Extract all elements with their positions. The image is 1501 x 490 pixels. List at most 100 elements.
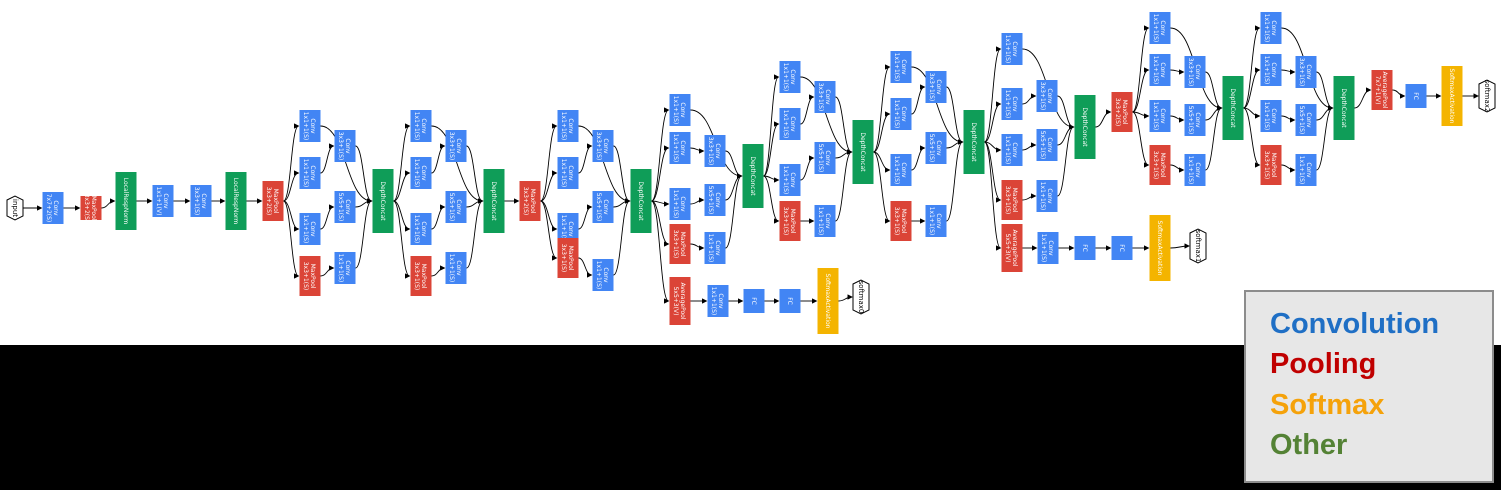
edge-i4d_c1-to-i4d_c2 bbox=[911, 145, 926, 171]
edge-i4a_b1-to-i4a_b2 bbox=[578, 143, 593, 174]
node-box bbox=[115, 172, 137, 230]
node-avgpool: AveragePool7x7+1(V) bbox=[1371, 70, 1393, 110]
node-box bbox=[669, 277, 691, 325]
edge-i4e_c1-to-i4e_c2 bbox=[1022, 142, 1037, 151]
node-box bbox=[519, 181, 541, 221]
edge-pool3-to-i4a_a bbox=[540, 123, 558, 202]
node-box bbox=[1149, 12, 1171, 44]
node-i5b-c1: Conv1x1+1(S) bbox=[1260, 100, 1282, 132]
node-label: DepthConcat bbox=[1229, 88, 1236, 128]
node-box bbox=[592, 259, 614, 291]
terminal-shape bbox=[1478, 79, 1496, 113]
node-label: Conv1x1+1(S) bbox=[1298, 156, 1312, 185]
node-box bbox=[557, 157, 579, 189]
node-label: FC bbox=[786, 297, 793, 305]
edge-i4b_cat-to-i4c_d1 bbox=[763, 175, 780, 224]
edge-i3a_d1-to-i3a_d2 bbox=[320, 265, 335, 277]
edge-pool3-to-i4a_d1 bbox=[540, 200, 558, 261]
node-box bbox=[669, 188, 691, 220]
edge-i4c_cat-to-i4d_d1 bbox=[873, 151, 891, 224]
node-box bbox=[410, 256, 432, 296]
node-box bbox=[890, 154, 912, 186]
edge-pool4-to-i5a_d1 bbox=[1132, 111, 1150, 168]
node-box bbox=[1184, 56, 1206, 88]
node-box bbox=[1295, 104, 1317, 136]
node-label: Conv5x5+1(S) bbox=[337, 193, 351, 222]
node-i3a-c2: Conv5x5+1(S) bbox=[334, 191, 356, 223]
node-label: Conv1x1+1(S) bbox=[337, 254, 351, 283]
edge-i4c_c1-to-i4c_c2 bbox=[800, 155, 815, 181]
node-box bbox=[1405, 84, 1427, 108]
edge-i4c_cat-to-i4d_c1 bbox=[873, 151, 891, 173]
edge-i4c_cat-to-i4d_a bbox=[873, 64, 891, 153]
edge-i4d_a-to-i4d_cat bbox=[911, 66, 964, 145]
node-label: MaxPool3x3+2(S) bbox=[265, 187, 279, 216]
node-i5a-c2: Conv5x5+1(S) bbox=[1184, 104, 1206, 136]
node-box bbox=[445, 130, 467, 162]
node-aux0-pool: AveragePool5x5+3(V) bbox=[669, 277, 691, 325]
edge-i5b_d1-to-i5b_d2 bbox=[1281, 164, 1296, 173]
node-i4d-a: Conv1x1+1(S) bbox=[890, 51, 912, 83]
edge-i3a_b2-to-i3a_cat bbox=[355, 145, 373, 204]
node-label: MaxPool3x3+1(S) bbox=[672, 230, 686, 259]
edge-i4d_cat-to-i4e_c1 bbox=[984, 141, 1002, 153]
edge-i3a_c1-to-i3a_c2 bbox=[320, 204, 335, 230]
edge-i4a_cat-to-i4b_b1 bbox=[651, 145, 670, 202]
node-box bbox=[410, 110, 432, 142]
edge-i4b_cat-to-i4c_b1 bbox=[763, 121, 780, 177]
terminal-shape bbox=[852, 279, 870, 315]
edge-i5b_c1-to-i5b_c2 bbox=[1281, 115, 1296, 123]
node-label: Conv1x1+1(S) bbox=[1263, 56, 1277, 85]
node-box bbox=[372, 169, 394, 233]
node-label: LocalRespNorm bbox=[232, 178, 239, 225]
edge-pool3-to-i4a_b1 bbox=[540, 170, 558, 202]
node-aux1-sm: SoftmaxActivation bbox=[1149, 215, 1171, 281]
edge-i5a_cat-to-i5b_a bbox=[1243, 25, 1261, 109]
edge-i4e_b1-to-i4e_b2 bbox=[1022, 93, 1037, 105]
node-box bbox=[707, 285, 729, 317]
node-box bbox=[704, 232, 726, 264]
edge-i4d_cat-to-aux1_pool bbox=[984, 141, 1002, 251]
node-label: Conv1x1+1(S) bbox=[710, 287, 724, 316]
node-i4d-b2: Conv3x3+1(S) bbox=[925, 71, 947, 103]
node-label: Conv1x1+1(S) bbox=[1152, 56, 1166, 85]
node-i4a-b2: Conv3x3+1(S) bbox=[592, 130, 614, 162]
node-box bbox=[1036, 80, 1058, 112]
node-lrn2: LocalRespNorm bbox=[225, 172, 247, 230]
node-label: FC bbox=[1081, 244, 1088, 252]
node-label: Conv1x1+1(S) bbox=[560, 215, 574, 244]
node-box bbox=[890, 201, 912, 241]
node-box bbox=[925, 132, 947, 164]
edge-i4b_d2-to-i4b_cat bbox=[725, 173, 743, 249]
terminal-shape bbox=[1189, 228, 1207, 264]
node-box bbox=[1184, 104, 1206, 136]
node-label: Conv1x1+1(S) bbox=[413, 112, 427, 141]
node-box bbox=[1001, 224, 1023, 272]
node-label: DepthConcat bbox=[490, 181, 497, 221]
node-box bbox=[704, 135, 726, 167]
node-i3b-d2: Conv1x1+1(S) bbox=[445, 252, 467, 284]
edge-i5b_b1-to-i5b_b2 bbox=[1281, 69, 1296, 75]
node-i4e-cat: DepthConcat bbox=[1074, 95, 1096, 159]
node-label: AveragePool5x5+3(V) bbox=[672, 282, 686, 319]
node-box bbox=[557, 238, 579, 278]
node-label: DepthConcat bbox=[859, 132, 866, 172]
node-box bbox=[299, 256, 321, 296]
node-box bbox=[445, 191, 467, 223]
node-i3b-a: Conv1x1+1(S) bbox=[410, 110, 432, 142]
node-box bbox=[1074, 95, 1096, 159]
node-i4c-d2: Conv1x1+1(S) bbox=[814, 205, 836, 237]
node-aux1-fc2: FC bbox=[1111, 236, 1133, 260]
node-label: AveragePool5x5+3(V) bbox=[1004, 229, 1018, 266]
node-box bbox=[1001, 88, 1023, 120]
node-i3a-c1: Conv1x1+1(S) bbox=[299, 213, 321, 245]
edge-i4d_d2-to-i4d_cat bbox=[946, 139, 964, 222]
node-label: Conv3x3+1(S) bbox=[1187, 58, 1201, 87]
node-label: Conv3x3+1(S) bbox=[928, 73, 942, 102]
node-label: Conv5x5+1(S) bbox=[928, 134, 942, 163]
node-i5b-c2: Conv5x5+1(S) bbox=[1295, 104, 1317, 136]
node-box bbox=[1260, 145, 1282, 185]
node-label: DepthConcat bbox=[749, 156, 756, 196]
node-box bbox=[1001, 134, 1023, 166]
node-i3a-b1: Conv1x1+1(S) bbox=[299, 157, 321, 189]
